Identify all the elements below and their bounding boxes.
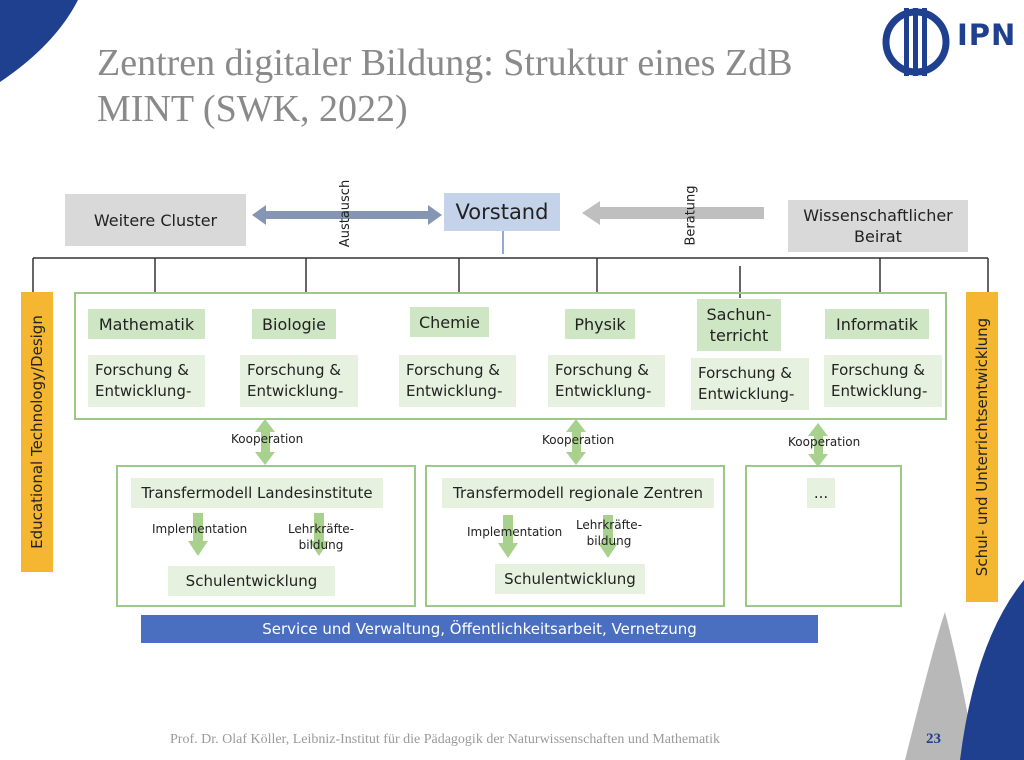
schulentwicklung-box-2: Schulentwicklung — [495, 564, 645, 594]
fe-sachunterricht: Forschung & Entwicklung- — [691, 358, 809, 410]
kooperation-label-1: Kooperation — [231, 432, 304, 446]
educational-technology-label: Educational Technology/Design — [27, 315, 46, 549]
transfer-landesinstitute-container — [116, 465, 416, 607]
beratung-arrow — [582, 201, 764, 225]
service-bar: Service und Verwaltung, Öffentlichkeitsa… — [141, 615, 818, 643]
transfer-more-ellipsis: ... — [807, 478, 835, 508]
subject-mathematik: Mathematik — [88, 309, 205, 339]
footer-text: Prof. Dr. Olaf Köller, Leibniz-Institut … — [170, 732, 720, 747]
transfer-regionale-title: Transfermodell regionale Zentren — [442, 478, 714, 508]
kooperation-label-3: Kooperation — [788, 435, 861, 449]
weitere-cluster-box: Weitere Cluster — [65, 194, 246, 246]
transfer-down-arrows — [188, 513, 618, 558]
implementation-label-2: Implementation — [467, 525, 563, 539]
beratung-label: Beratung — [683, 184, 699, 246]
subject-biologie: Biologie — [252, 309, 336, 339]
beirat-box: Wissenschaftlicher Beirat — [788, 200, 968, 252]
lehrkraefte-label-1: Lehrkräfte-bildung — [287, 522, 355, 552]
logo-text: IPN — [957, 18, 1017, 52]
fe-mathematik: Forschung & Entwicklung- — [88, 355, 205, 407]
top-left-corner-shape — [0, 0, 78, 82]
transfer-regionale-container — [425, 465, 725, 607]
subject-physik: Physik — [565, 309, 635, 339]
page-title: Zentren digitaler Bildung: Struktur eine… — [97, 42, 793, 130]
vorstand-box: Vorstand — [444, 193, 560, 231]
lehrkraefte-label-2: Lehrkräfte-bildung — [575, 518, 643, 548]
bottom-right-grey-shape — [905, 612, 975, 760]
page-number: 23 — [926, 731, 941, 747]
kooperation-arrows — [255, 419, 828, 467]
austausch-label: Austausch — [338, 179, 354, 247]
schulentwicklung-bar — [966, 292, 998, 602]
schulentwicklung-label: Schul- und Unterrichtsentwicklung — [973, 317, 991, 577]
transfer-landesinstitute-title: Transfermodell Landesinstitute — [131, 478, 383, 508]
fe-physik: Forschung & Entwicklung- — [548, 355, 665, 407]
bottom-right-navy-shape — [960, 580, 1024, 760]
fe-informatik: Forschung & Entwicklung- — [824, 355, 942, 407]
transfer-more-container — [745, 465, 902, 607]
subject-sachunterricht: Sachun-terricht — [697, 299, 781, 351]
kooperation-label-2: Kooperation — [542, 433, 615, 447]
ipn-logo-icon — [882, 8, 950, 76]
implementation-label-1: Implementation — [152, 522, 248, 536]
austausch-double-arrow — [252, 205, 442, 225]
fe-chemie: Forschung & Entwicklung- — [399, 355, 516, 407]
schulentwicklung-box-1: Schulentwicklung — [168, 566, 335, 596]
educational-technology-bar — [21, 292, 53, 572]
subjects-container — [74, 292, 947, 420]
subject-informatik: Informatik — [825, 309, 929, 339]
subject-chemie: Chemie — [410, 307, 489, 337]
fe-biologie: Forschung & Entwicklung- — [240, 355, 358, 407]
